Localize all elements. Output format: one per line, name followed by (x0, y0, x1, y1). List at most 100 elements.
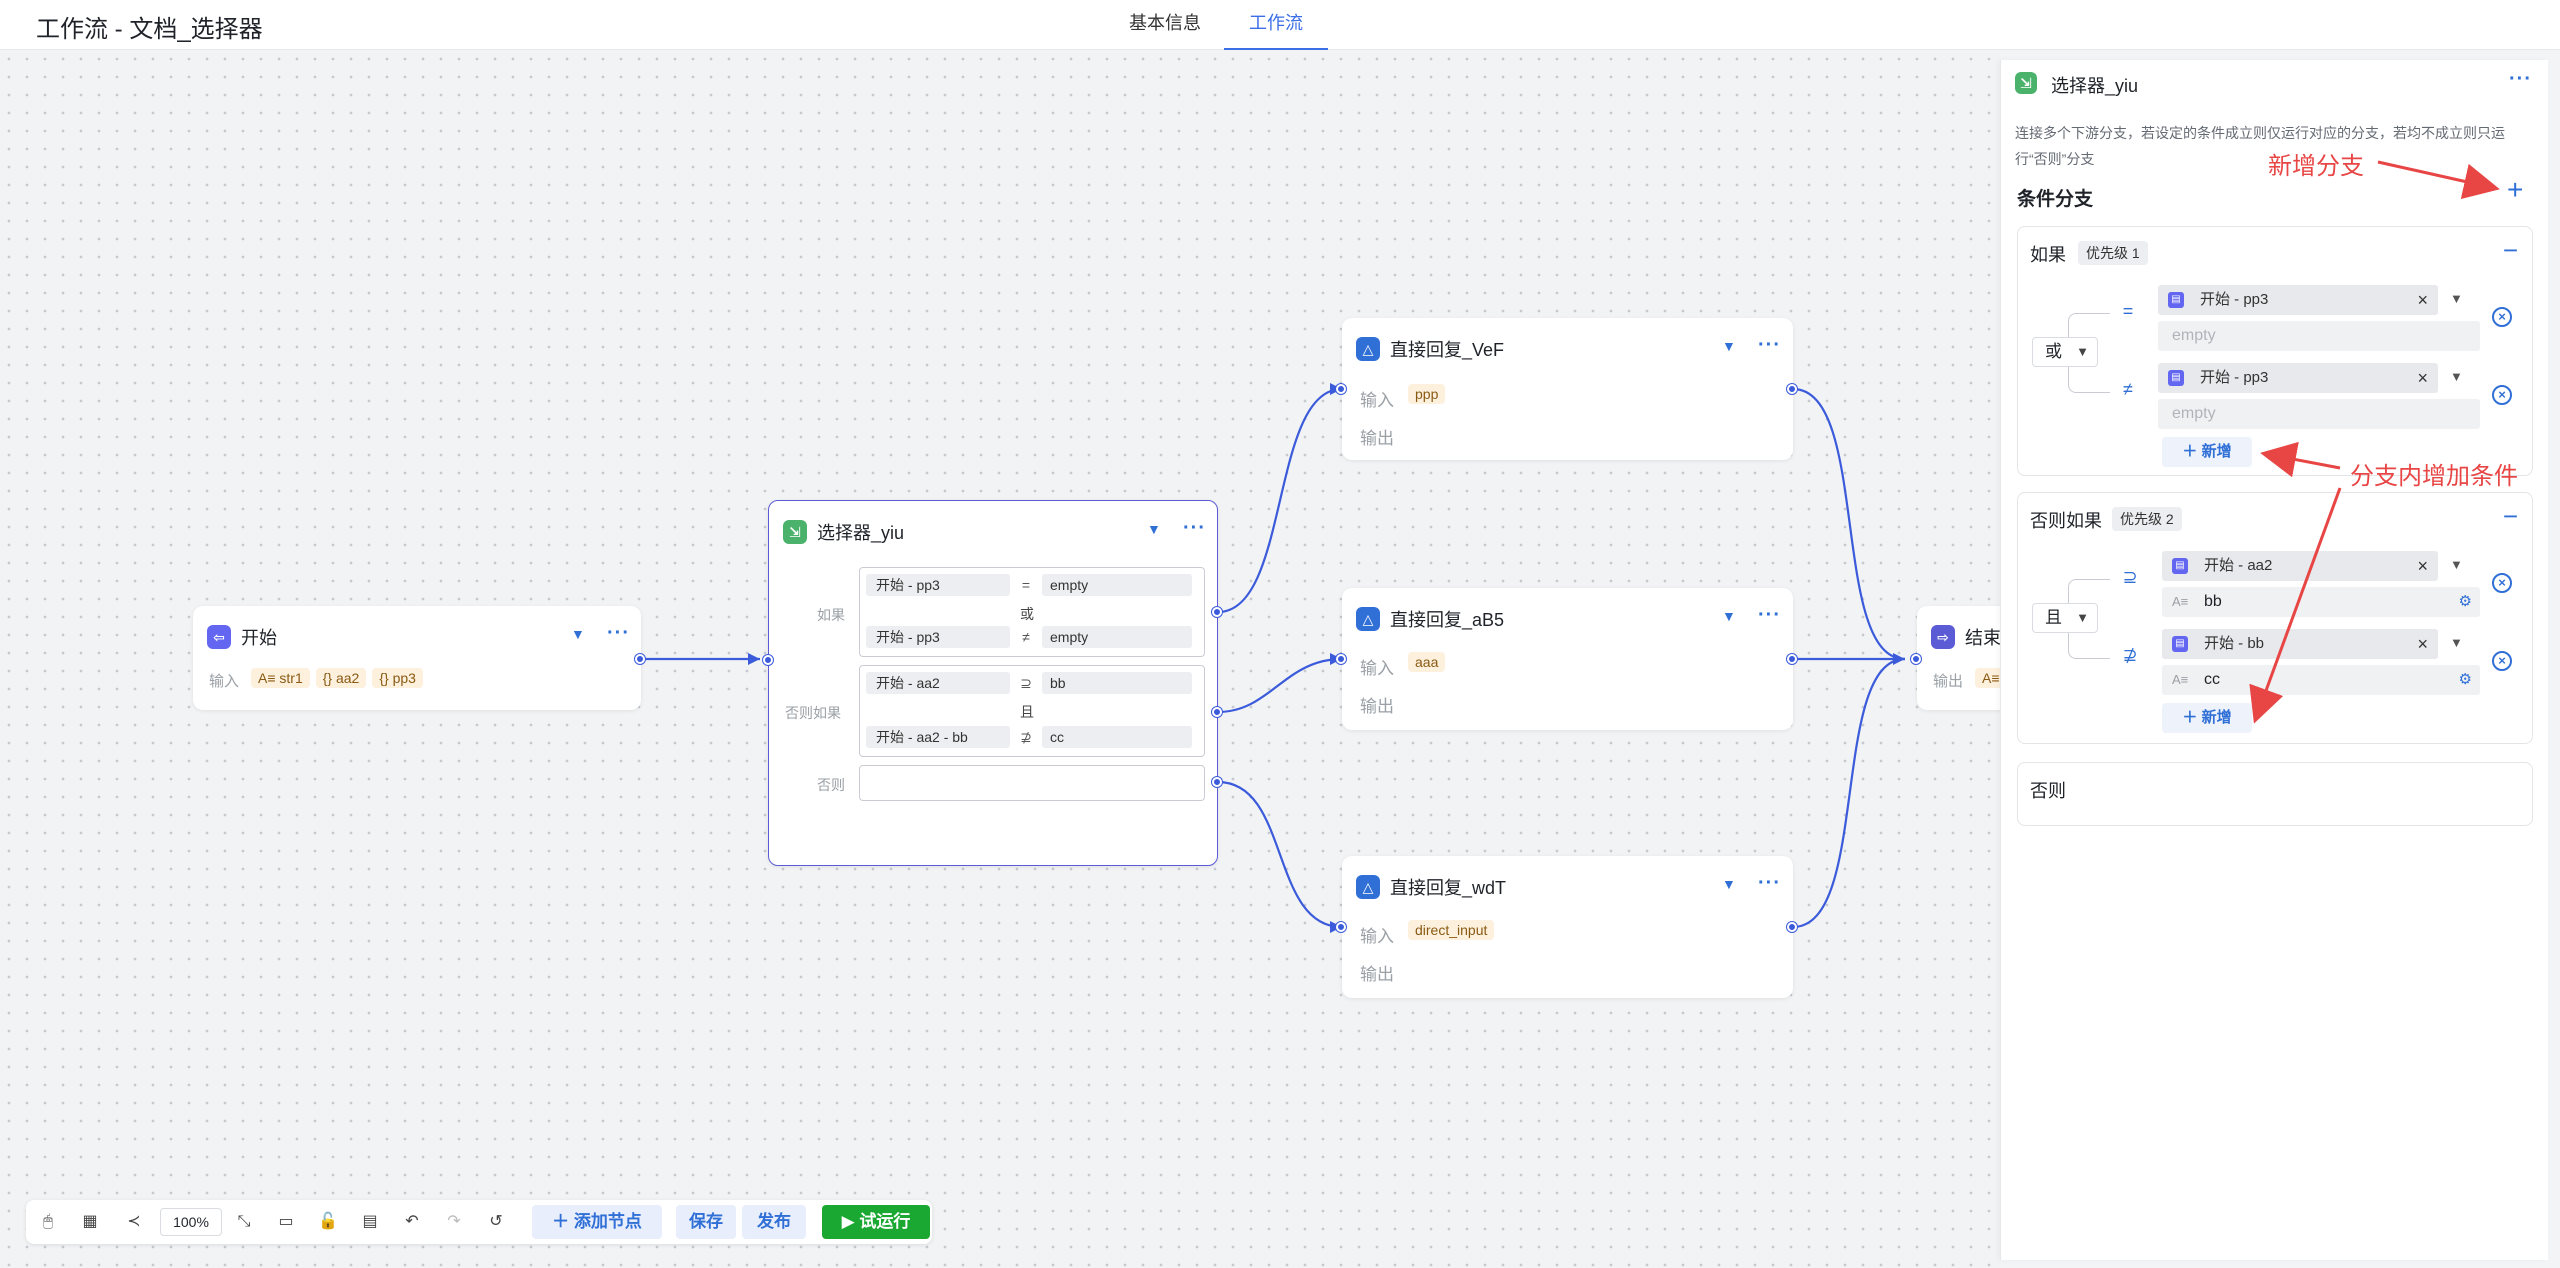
chevron-down-icon[interactable]: ▼ (2450, 369, 2463, 384)
add-condition-button[interactable]: ＋ 新增 (2162, 437, 2252, 467)
minimap-icon[interactable]: ▭ (274, 1210, 298, 1234)
logic-select[interactable]: 且▼ (2032, 603, 2098, 633)
tab-workflow[interactable]: 工作流 (1224, 0, 1328, 50)
edge-selector-reply3 (1218, 782, 1342, 927)
save-button[interactable]: 保存 (676, 1205, 736, 1239)
redo-icon[interactable]: ↷ (442, 1210, 466, 1234)
clear-icon[interactable]: × (2417, 363, 2428, 393)
input-port[interactable] (1336, 922, 1346, 932)
undo-icon[interactable]: ↶ (400, 1210, 424, 1234)
comment-icon[interactable]: ▤ (358, 1210, 382, 1234)
variable-icon: ▤ (2172, 558, 2188, 574)
node-reply-vef[interactable]: △直接回复_VeF ▼ ··· 输入 ppp 输出 (1342, 318, 1793, 460)
input-label: 输入 (1360, 386, 1394, 411)
publish-button[interactable]: 发布 (742, 1205, 806, 1239)
fit-view-icon[interactable]: ⤡ (232, 1210, 256, 1234)
connector-icon[interactable]: ≺ (122, 1210, 146, 1234)
logic-value: 或 (2045, 342, 2062, 361)
chevron-down-icon[interactable]: ▼ (2450, 291, 2463, 306)
add-node-button[interactable]: ＋ 添加节点 (532, 1205, 662, 1239)
gear-icon[interactable]: ⚙ (2459, 665, 2472, 695)
input-port[interactable] (763, 655, 773, 665)
more-icon[interactable]: ··· (607, 622, 630, 645)
output-port[interactable] (635, 654, 645, 664)
remove-branch-icon[interactable]: − (2503, 235, 2518, 266)
variable-select[interactable]: ▤开始 - pp3× (2158, 363, 2438, 393)
clear-icon[interactable]: × (2417, 629, 2428, 659)
annotation-add-branch: 新增分支 (2268, 146, 2364, 181)
clear-icon[interactable]: × (2417, 285, 2428, 315)
variable-select[interactable]: ▤开始 - bb× (2162, 629, 2438, 659)
node-selector[interactable]: ⇲选择器_yiu ▼ ··· 如果 开始 - pp3=empty 或 开始 - … (768, 500, 1218, 866)
more-icon[interactable]: ··· (1758, 334, 1781, 357)
clear-icon[interactable]: × (2417, 551, 2428, 581)
node-title: 直接回复_aB5 (1390, 606, 1504, 632)
run-button[interactable]: ▶ 试运行 (822, 1205, 930, 1239)
remove-condition-icon[interactable]: × (2492, 573, 2512, 593)
add-label: 新增 (2202, 709, 2232, 726)
remove-condition-icon[interactable]: × (2492, 651, 2512, 671)
add-branch-icon[interactable]: + (2507, 174, 2523, 206)
operator-select[interactable]: ⊇ (2116, 563, 2144, 591)
workflow-canvas[interactable]: ⇦开始 ▼ ··· 输入 A≡ str1{} aa2{} pp3 ⇲选择器_yi… (0, 50, 2000, 1268)
chevron-down-icon[interactable]: ▼ (1147, 521, 1161, 537)
cond-right: cc (1042, 726, 1192, 748)
var-chip: A≡ (1975, 668, 2000, 688)
output-port[interactable] (1787, 922, 1797, 932)
remove-branch-icon[interactable]: − (2503, 501, 2518, 532)
cond-right: empty (1042, 574, 1192, 596)
output-port-else[interactable] (1212, 777, 1222, 787)
more-icon[interactable]: ··· (2509, 68, 2532, 91)
input-port[interactable] (1336, 654, 1346, 664)
more-icon[interactable]: ··· (1183, 517, 1206, 540)
else-condition-group[interactable] (859, 765, 1205, 801)
elseif-condition-group[interactable]: 开始 - aa2⊇bb 且 开始 - aa2 - bb⊉cc (859, 665, 1205, 757)
remove-condition-icon[interactable]: × (2492, 385, 2512, 405)
chevron-down-icon[interactable]: ▼ (571, 626, 585, 642)
chevron-down-icon[interactable]: ▼ (2450, 557, 2463, 572)
chevron-down-icon[interactable]: ▼ (1722, 876, 1736, 892)
pointer-icon[interactable]: 🖱 (36, 1210, 60, 1234)
chevron-down-icon[interactable]: ▼ (1722, 608, 1736, 624)
output-port-if[interactable] (1212, 607, 1222, 617)
chevron-down-icon[interactable]: ▼ (1722, 338, 1736, 354)
more-icon[interactable]: ··· (1758, 872, 1781, 895)
value-input[interactable]: empty (2158, 321, 2480, 351)
logic-select[interactable]: 或▼ (2032, 337, 2098, 367)
output-port-elseif[interactable] (1212, 707, 1222, 717)
zoom-select[interactable]: 100% (160, 1208, 222, 1236)
value-text: cc (2204, 671, 2220, 688)
cond-op: ≠ (1016, 626, 1036, 648)
node-reply-ab5[interactable]: △直接回复_aB5 ▼ ··· 输入 aaa 输出 (1342, 588, 1793, 730)
lock-icon[interactable]: 🔓 (316, 1210, 340, 1234)
tab-basic-info[interactable]: 基本信息 (1110, 0, 1220, 50)
add-condition-button[interactable]: ＋ 新增 (2162, 703, 2252, 733)
variable-select[interactable]: ▤开始 - pp3× (2158, 285, 2438, 315)
reply-icon: △ (1356, 607, 1380, 631)
chevron-down-icon[interactable]: ▼ (2450, 635, 2463, 650)
variable-select[interactable]: ▤开始 - aa2× (2162, 551, 2438, 581)
more-icon[interactable]: ··· (1758, 604, 1781, 627)
value-input[interactable]: empty (2158, 399, 2480, 429)
operator-select[interactable]: ≠ (2114, 375, 2142, 403)
gear-icon[interactable]: ⚙ (2459, 587, 2472, 617)
node-title: 直接回复_wdT (1390, 874, 1506, 900)
node-end[interactable]: ⇨结束 输出 A≡ (1917, 606, 2000, 710)
node-start[interactable]: ⇦开始 ▼ ··· 输入 A≡ str1{} aa2{} pp3 (193, 606, 641, 710)
remove-condition-icon[interactable]: × (2492, 307, 2512, 327)
value-input[interactable]: A≡bb⚙ (2162, 587, 2480, 617)
output-port[interactable] (1787, 654, 1797, 664)
node-reply-wdt[interactable]: △直接回复_wdT ▼ ··· 输入 direct_input 输出 (1342, 856, 1793, 998)
if-condition-group[interactable]: 开始 - pp3=empty 或 开始 - pp3≠empty (859, 567, 1205, 657)
operator-select[interactable]: = (2114, 297, 2142, 325)
canvas-toolbar: 🖱 ▦ ≺ 100% ⤡ ▭ 🔓 ▤ ↶ ↷ ↺ ＋ 添加节点 保存 发布 ▶ … (26, 1200, 932, 1244)
layout-icon[interactable]: ▦ (78, 1210, 102, 1234)
history-icon[interactable]: ↺ (484, 1210, 508, 1234)
operator-select[interactable]: ⊉ (2116, 641, 2144, 669)
input-port[interactable] (1336, 384, 1346, 394)
value-input[interactable]: A≡cc⚙ (2162, 665, 2480, 695)
output-port[interactable] (1787, 384, 1797, 394)
node-title: 结束 (1965, 624, 2000, 650)
edge-selector-reply1 (1218, 389, 1342, 612)
input-port[interactable] (1911, 654, 1921, 664)
